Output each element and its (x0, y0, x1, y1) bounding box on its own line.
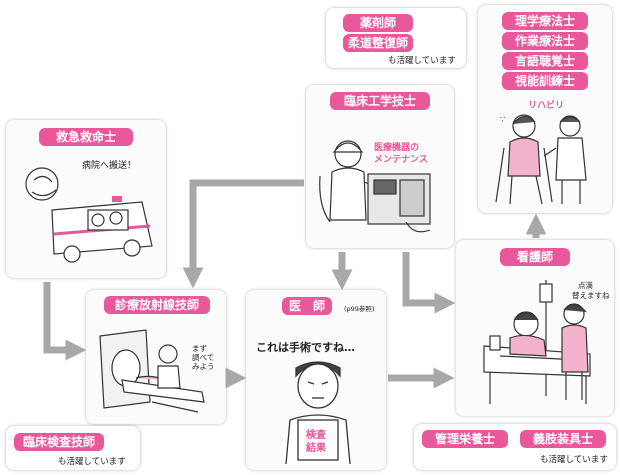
occupational-therapist-tag: 作業療法士 (502, 32, 588, 50)
radiology-tag: 診療放射線技師 (104, 296, 210, 314)
doctor-ref: (p99参照) (344, 305, 375, 313)
nutrition-note: も活躍しています (540, 455, 608, 465)
arrow-paramedic-to-radiology (43, 282, 87, 361)
radiology-speech-1: まず (192, 344, 207, 353)
ct-scanner-illustration (99, 329, 205, 413)
nurse-illustration (483, 280, 591, 404)
rehab-illustration: ∵ (495, 114, 587, 205)
speech-therapist-tag: 言語聴覚士 (502, 52, 588, 70)
nurse-speech-1: 点滴 (578, 281, 593, 290)
orthoptist-tag: 視能訓練士 (502, 72, 588, 90)
pharmacist-tag: 薬剤師 (343, 14, 413, 32)
doctor-sign-2: 結果 (306, 443, 326, 454)
ambulance-illustration (25, 167, 153, 263)
svg-text:∵: ∵ (500, 115, 505, 124)
radiology-speech-3: みよう (192, 362, 215, 371)
prosthetist-tag: 義肢装具士 (520, 430, 606, 448)
doctor-sign-1: 検査 (306, 430, 326, 441)
judo-therapist-tag: 柔道整復師 (343, 34, 413, 52)
physical-therapist-tag: 理学療法士 (502, 12, 588, 30)
engineer-caption-2: メンテナンス (374, 155, 428, 165)
doctor-speech: これは手術ですね… (256, 341, 355, 354)
lab-note: も活躍しています (58, 457, 126, 467)
lab-technician-tag: 臨床検査技師 (14, 433, 104, 451)
doctor-tag: 医 師 (282, 297, 332, 315)
clinical-engineer-tag: 臨床工学技士 (330, 92, 430, 110)
nurse-speech-2: 替えますね (572, 291, 610, 300)
nurse-tag: 看護師 (500, 248, 570, 266)
arrow-engineer-to-radiology (182, 179, 304, 289)
rehab-caption: リハビリ (528, 101, 565, 111)
doctor-illustration (285, 361, 351, 465)
clinical-engineer-illustration (319, 140, 431, 233)
arrow-engineer-to-nurse (402, 252, 456, 314)
paramedic-tag: 救急救命士 (39, 128, 133, 146)
pharmacist-note: も活躍しています (388, 56, 456, 66)
radiology-speech-2: 調べて (192, 353, 215, 362)
paramedic-speech: 病院へ搬送！ (82, 161, 137, 171)
engineer-caption-1: 医療機器の (374, 143, 420, 153)
dietitian-tag: 管理栄養士 (422, 430, 508, 448)
